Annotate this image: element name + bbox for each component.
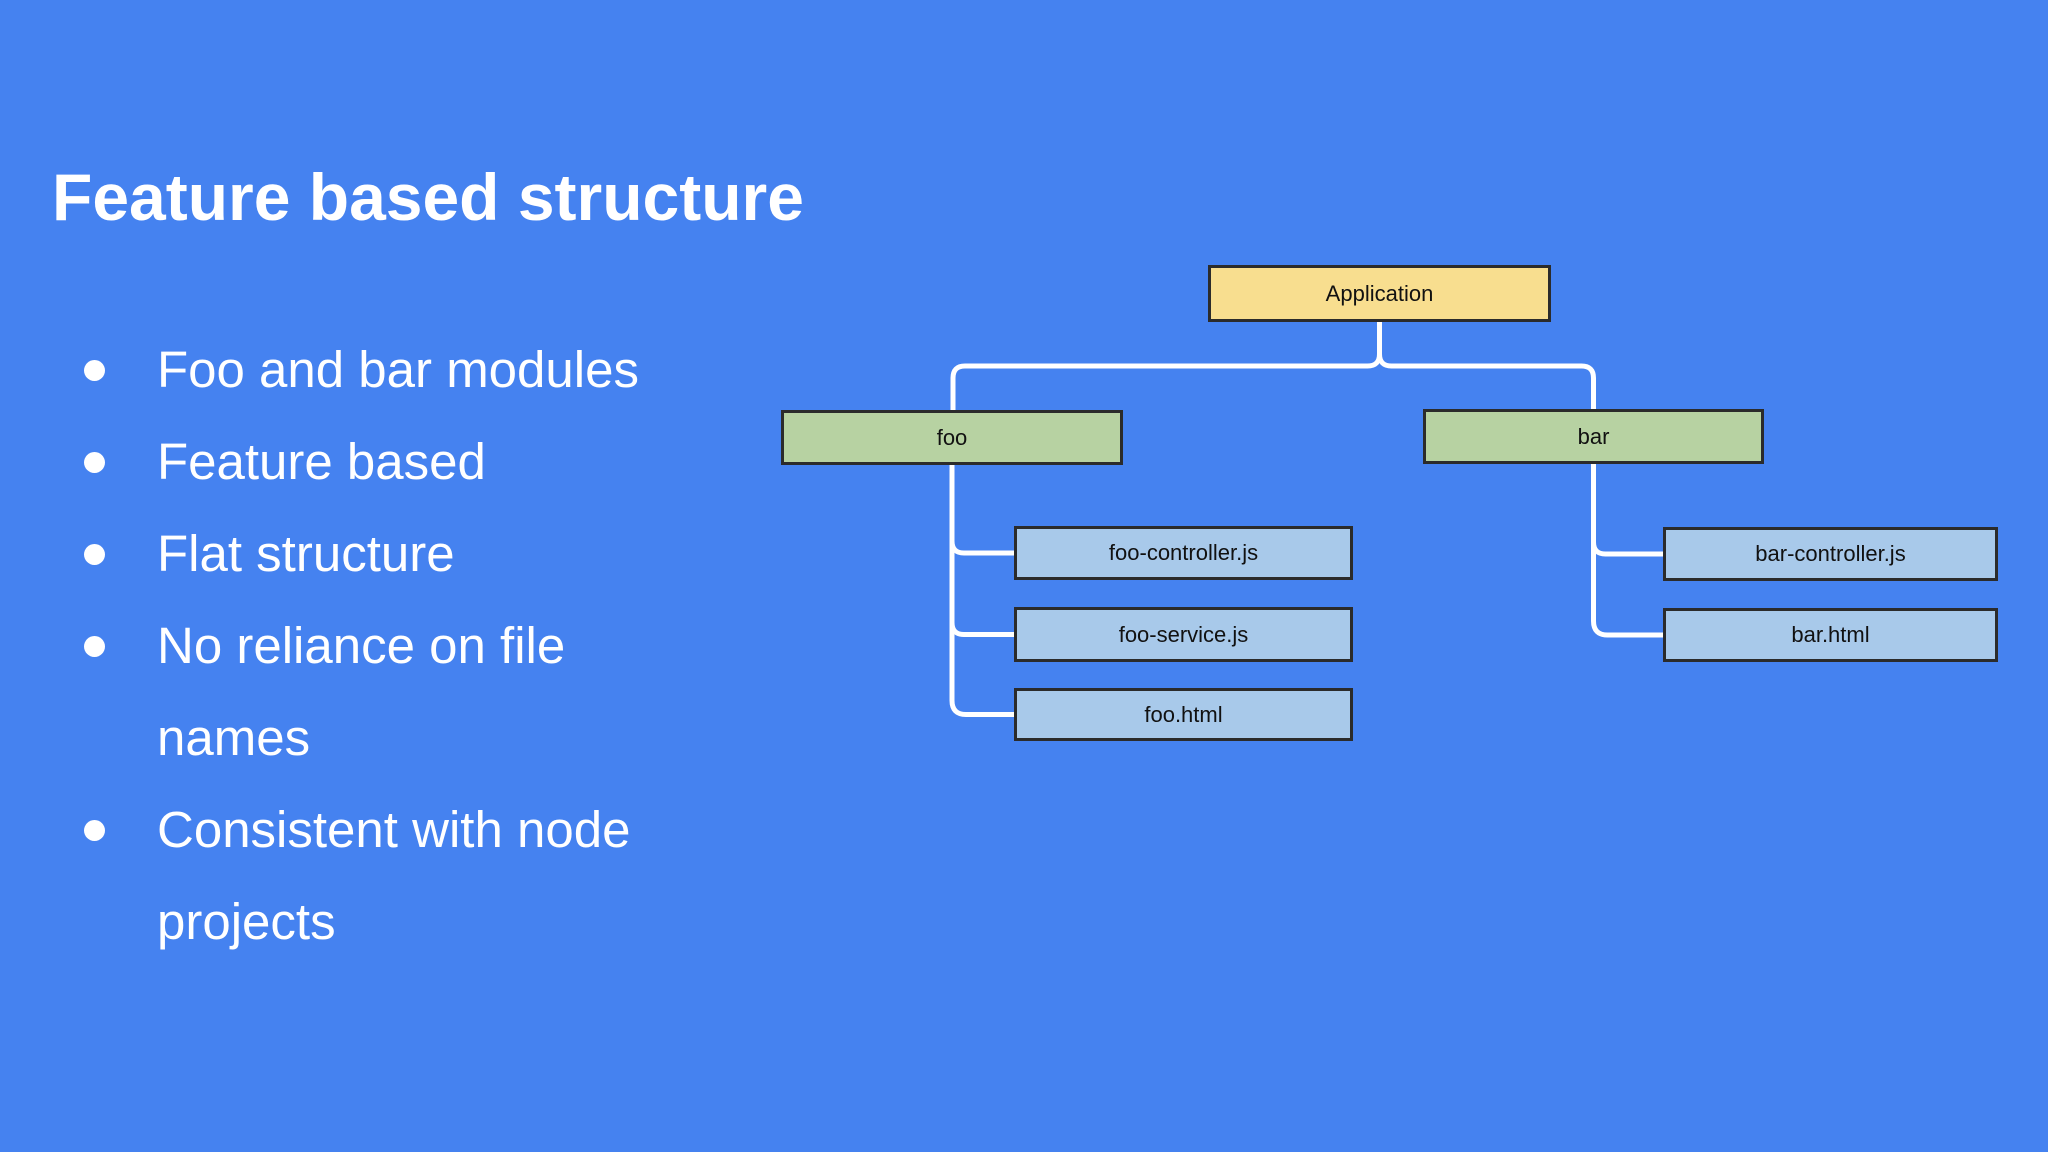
bullet-dot-icon [84,360,105,381]
slide-title: Feature based structure [52,160,804,234]
node-label: bar-controller.js [1755,541,1906,566]
node-label: bar.html [1791,622,1870,647]
edge-bar-bar-html [1591,464,1663,638]
bullet-text: Feature based [157,433,486,490]
bullet-item: No reliance on file names [84,600,724,784]
node-bar-controller-js: bar-controller.js [1663,527,1998,581]
node-label: bar [1577,423,1610,449]
node-foo-controller-js: foo-controller.js [1014,526,1353,580]
edge-application-bar [1377,322,1596,409]
edge-application-foo [950,322,1382,410]
bullet-text: Foo and bar modules [157,341,639,398]
bullet-dot-icon [84,544,105,565]
bullet-dot-icon [84,636,105,657]
node-bar-html: bar.html [1663,608,1998,662]
node-label: foo [936,424,968,450]
edge-foo-foo-html [949,465,1014,717]
edge-foo-foo-controller [949,465,1014,556]
node-label: Application [1325,280,1434,306]
bullet-text: Consistent with node projects [157,801,631,950]
bullet-text: No reliance on file names [157,617,566,766]
bullet-list: Foo and bar modules Feature based Flat s… [84,324,724,968]
bullet-item: Consistent with node projects [84,784,724,968]
node-label: foo-service.js [1118,621,1249,647]
edge-bar-bar-controller [1591,464,1663,557]
node-foo: foo [781,410,1123,465]
node-label: foo-controller.js [1108,540,1259,565]
node-bar: bar [1423,409,1764,464]
node-application: Application [1208,265,1551,322]
bullet-item: Foo and bar modules [84,324,724,416]
edge-foo-foo-service [949,465,1014,637]
node-foo-html: foo.html [1014,688,1353,741]
bullet-item: Feature based [84,416,724,508]
node-label: foo.html [1144,701,1223,727]
node-foo-service-js: foo-service.js [1014,607,1353,662]
bullet-item: Flat structure [84,508,724,600]
bullet-text: Flat structure [157,525,455,582]
bullet-dot-icon [84,820,105,841]
bullet-dot-icon [84,452,105,473]
